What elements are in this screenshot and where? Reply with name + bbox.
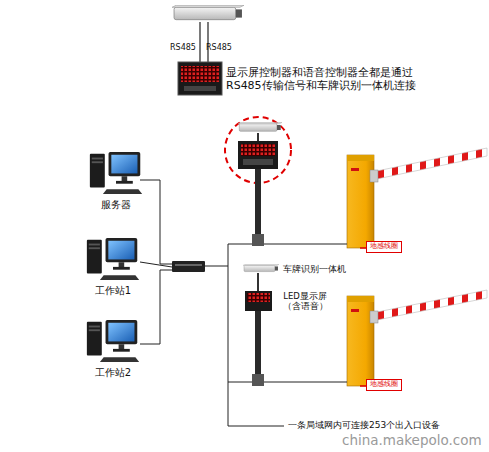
computer-icon [88, 150, 144, 195]
coil-label: 地感线圈 [370, 243, 398, 251]
note-text: 一条局域网内可连接253个出入口设备 [288, 420, 440, 431]
part-name: 车牌识别一体机 [283, 264, 346, 274]
computer-node: 服务器 [88, 150, 144, 212]
computer-node: 工作站1 [85, 236, 141, 298]
computer-caption: 工作站2 [85, 366, 141, 380]
coil-label: 地感线圈 [370, 381, 398, 389]
note-text: 显示屏控制器和语音控制器全都是通过RS485传输信号和车牌识别一体机连接 [226, 66, 424, 92]
signal-name: RS485 [170, 43, 196, 53]
computer-caption: 工作站1 [85, 284, 141, 298]
computer-icon [85, 236, 141, 281]
part-name: LED显示屏 （含语音） [276, 291, 334, 311]
computer-caption: 服务器 [88, 198, 144, 212]
coil-box: 地感线圈 [366, 241, 402, 253]
coil-box: 地感线圈 [366, 379, 402, 391]
computer-icon [85, 318, 141, 363]
watermark: china.makepolo.com [342, 432, 482, 448]
computer-node: 工作站2 [85, 318, 141, 380]
signal-name: RS485 [206, 43, 232, 53]
